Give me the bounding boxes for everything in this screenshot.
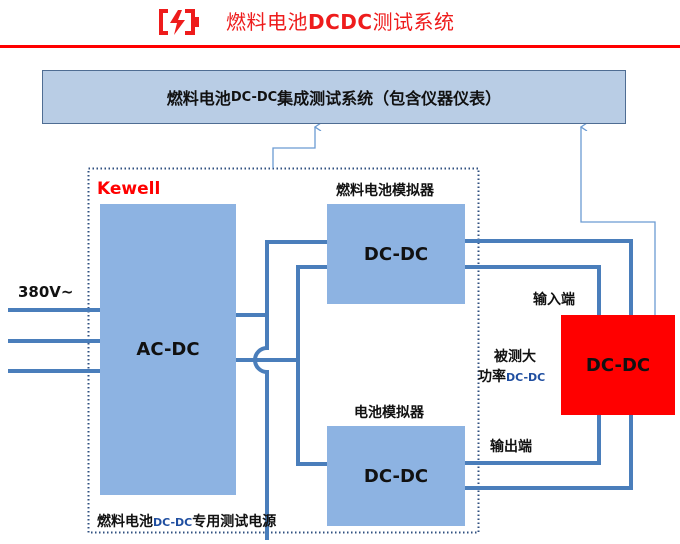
dut-input-negative — [465, 265, 601, 315]
dut-dc-dc-block: DC-DC — [561, 315, 675, 415]
dut-caption-prefix: 功率 — [478, 369, 506, 385]
dut-label: DC-DC — [585, 354, 651, 376]
title-bold: DCDC — [308, 10, 373, 34]
input-voltage-label: 380V~ — [18, 283, 74, 301]
battery-simulator-block: DC-DC — [327, 426, 465, 526]
bus-positive — [253, 240, 327, 540]
ac-dc-block: AC-DC — [100, 204, 236, 495]
brand-label: Kewell — [97, 179, 161, 199]
ac-dc-label: AC-DC — [136, 339, 200, 360]
fuel-cell-simulator-label: DC-DC — [363, 243, 429, 265]
fuel-cell-simulator-block: DC-DC — [327, 204, 465, 304]
page-title: 燃料电池DCDC测试系统 — [226, 6, 455, 35]
battery-charging-icon — [159, 9, 199, 35]
dut-input-positive — [465, 239, 633, 315]
input-port-label: 输入端 — [533, 292, 575, 308]
battery-simulator-title: 电池模拟器 — [354, 405, 424, 421]
dut-output-positive — [465, 415, 601, 465]
bus-negative — [296, 265, 327, 466]
dut-output-negative — [465, 415, 633, 490]
dut-caption-line2: 功率DC-DC — [478, 366, 545, 386]
feedback-arrow-source — [272, 127, 315, 168]
title-suffix: 测试系统 — [372, 10, 455, 34]
caption-suffix: 专用测试电源 — [192, 514, 277, 530]
caption-prefix: 燃料电池 — [97, 514, 153, 530]
title-prefix: 燃料电池 — [226, 10, 308, 34]
output-port-label: 输出端 — [490, 439, 532, 455]
caption-dc: DC-DC — [153, 516, 193, 529]
fuel-cell-simulator-title: 燃料电池模拟器 — [336, 183, 434, 199]
dut-caption-dc: DC-DC — [506, 371, 546, 384]
system-label-prefix: 燃料电池 — [166, 89, 231, 108]
header-divider — [0, 45, 680, 48]
power-source-boundary — [87, 167, 480, 534]
power-source-caption: 燃料电池DC-DC专用测试电源 — [97, 511, 276, 531]
battery-simulator-label: DC-DC — [363, 465, 429, 487]
header: 燃料电池DCDC测试系统 — [0, 0, 680, 48]
feedback-arrow-dut — [581, 127, 656, 315]
system-label-dc: DC-DC — [230, 89, 278, 105]
system-label-suffix: 集成测试系统（包含仪器仪表） — [277, 89, 502, 108]
dut-caption-line1: 被测大 — [494, 349, 536, 365]
